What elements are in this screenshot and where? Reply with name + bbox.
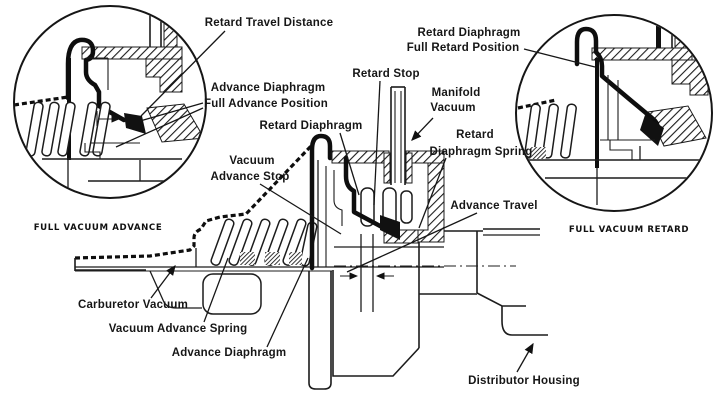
label-vacuum-advance-stop-line2: Advance Stop — [210, 171, 289, 183]
leader-line — [259, 183, 342, 235]
leader-line — [373, 80, 381, 206]
advance-springs — [25, 101, 111, 157]
callout-advance-diaphragm-full-advance: Advance Diaphragm Full Advance Position — [115, 82, 328, 148]
housing-hatch-band — [81, 46, 183, 60]
callout-distributor-housing: Distributor Housing — [468, 342, 580, 387]
label-advance-diaphragm: Advance Diaphragm — [172, 347, 287, 359]
callout-manifold-vacuum: Manifold Vacuum — [411, 87, 481, 141]
leader-line — [418, 157, 447, 229]
label-manifold: Manifold — [432, 87, 481, 99]
label-retard-spring-line1: Retard — [456, 129, 494, 141]
callout-retard-diaphragm-spring: Retard Diaphragm Spring — [418, 129, 533, 229]
label-vacuum-advance-spring: Vacuum Advance Spring — [109, 323, 248, 335]
callout-vacuum-advance-spring: Vacuum Advance Spring — [109, 257, 248, 335]
leader-line — [115, 107, 204, 148]
label-distributor-housing: Distributor Housing — [468, 375, 580, 387]
retard-diaphragm-main — [343, 155, 385, 230]
inset-advance-circle — [13, 5, 207, 199]
distributor-housing-outline — [308, 228, 548, 390]
label-retard-diaphragm: Retard Diaphragm — [260, 120, 363, 132]
advance-diaphragm-full-advance — [65, 37, 127, 123]
shaft-stem — [308, 271, 332, 390]
label-retard-stop: Retard Stop — [352, 68, 419, 80]
label-full-retard-position: Full Retard Position — [407, 42, 520, 54]
callout-advance-travel: Advance Travel — [346, 200, 537, 273]
diaphragm-wedge — [124, 113, 146, 134]
label-vacuum-advance-stop-line1: Vacuum — [229, 155, 274, 167]
lower-cavity — [202, 273, 262, 315]
leader-line — [139, 102, 204, 122]
main-cross-section — [74, 86, 548, 390]
callout-carburetor-vacuum: Carburetor Vacuum — [78, 264, 188, 311]
leader-line — [203, 257, 229, 323]
spring-coils — [240, 252, 302, 265]
retard-diaphragm-wedge — [380, 215, 400, 240]
leader-arrow — [150, 264, 176, 299]
leader-arrow — [411, 117, 434, 141]
leader-line — [140, 30, 226, 117]
callouts: Retard Travel Distance Retard Diaphragm … — [78, 17, 596, 387]
callout-advance-diaphragm: Advance Diaphragm — [172, 257, 309, 359]
leader-line — [339, 132, 360, 196]
retard-inset-springs — [524, 103, 577, 159]
callout-vacuum-advance-stop: Vacuum Advance Stop — [210, 155, 342, 235]
callout-retard-stop: Retard Stop — [352, 68, 419, 206]
callout-retard-diaphragm-full-retard: Retard Diaphragm Full Retard Position — [407, 27, 596, 68]
label-manifold-vacuum: Vacuum — [430, 102, 475, 114]
dome-outline — [74, 143, 314, 260]
leader-line — [523, 48, 596, 68]
bracket — [149, 270, 202, 309]
leader-line — [346, 212, 478, 273]
inset-full-vacuum-retard: FULL VACUUM RETARD — [515, 14, 713, 235]
label-retard-spring-line2: Diaphragm Spring — [430, 146, 533, 158]
caption-full-vacuum-advance: FULL VACUUM ADVANCE — [34, 223, 163, 233]
inset-retard-detail — [517, 16, 709, 205]
label-retard-travel-distance: Retard Travel Distance — [205, 17, 333, 29]
label-retard-diaphragm-line1: Retard Diaphragm — [418, 27, 521, 39]
inset-retard-circle — [515, 14, 713, 212]
label-advance-diaphragm-line1: Advance Diaphragm — [211, 82, 326, 94]
dome-seam — [15, 95, 69, 107]
diaphragm-wedge — [640, 115, 664, 146]
callout-retard-travel-distance: Retard Travel Distance — [140, 17, 333, 117]
label-carburetor-vacuum: Carburetor Vacuum — [78, 299, 188, 311]
spring-coil — [530, 147, 546, 159]
retard-diaphragm-spring-tubes — [360, 187, 413, 227]
callout-retard-diaphragm: Retard Diaphragm — [260, 120, 363, 196]
leader-arrow — [516, 342, 534, 373]
manifold-vacuum-tube — [383, 86, 413, 185]
leader-line — [266, 257, 309, 348]
inset-full-vacuum-advance: FULL VACUUM ADVANCE — [13, 5, 207, 233]
caption-full-vacuum-retard: FULL VACUUM RETARD — [569, 225, 689, 235]
label-advance-travel: Advance Travel — [450, 200, 537, 212]
retard-diaphragm-full-retard — [574, 26, 661, 136]
label-full-advance-position: Full Advance Position — [204, 98, 328, 110]
advance-diaphragm-main — [309, 133, 333, 271]
